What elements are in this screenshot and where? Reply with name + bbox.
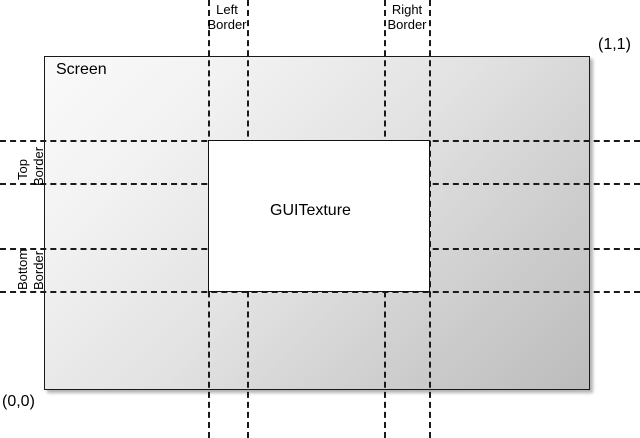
guitexture-label: GUITexture xyxy=(270,202,351,219)
guide-line-horizontal-bottom-outer xyxy=(0,291,640,293)
left-border-label-line1: Left xyxy=(216,2,238,17)
guide-line-vertical-right-outer xyxy=(429,0,431,438)
right-border-label-line1: Right xyxy=(391,2,423,17)
right-border-label-line2: Border xyxy=(387,17,427,32)
left-border-label-line2: Border xyxy=(207,17,247,32)
screen-label: Screen xyxy=(56,61,107,78)
top-border-label-line2: Border xyxy=(31,146,46,186)
bottom-border-label-line2: Border xyxy=(31,250,46,290)
top-border-label-line1: Top xyxy=(15,159,30,180)
left-border-label: Left Border xyxy=(192,2,262,32)
guitexture-rectangle xyxy=(208,140,430,292)
origin-coordinate-label: (0,0) xyxy=(2,393,35,410)
bottom-border-label-line1: Bottom xyxy=(15,248,30,290)
top-right-coordinate-label: (1,1) xyxy=(598,36,631,53)
right-border-label: Right Border xyxy=(372,2,442,32)
